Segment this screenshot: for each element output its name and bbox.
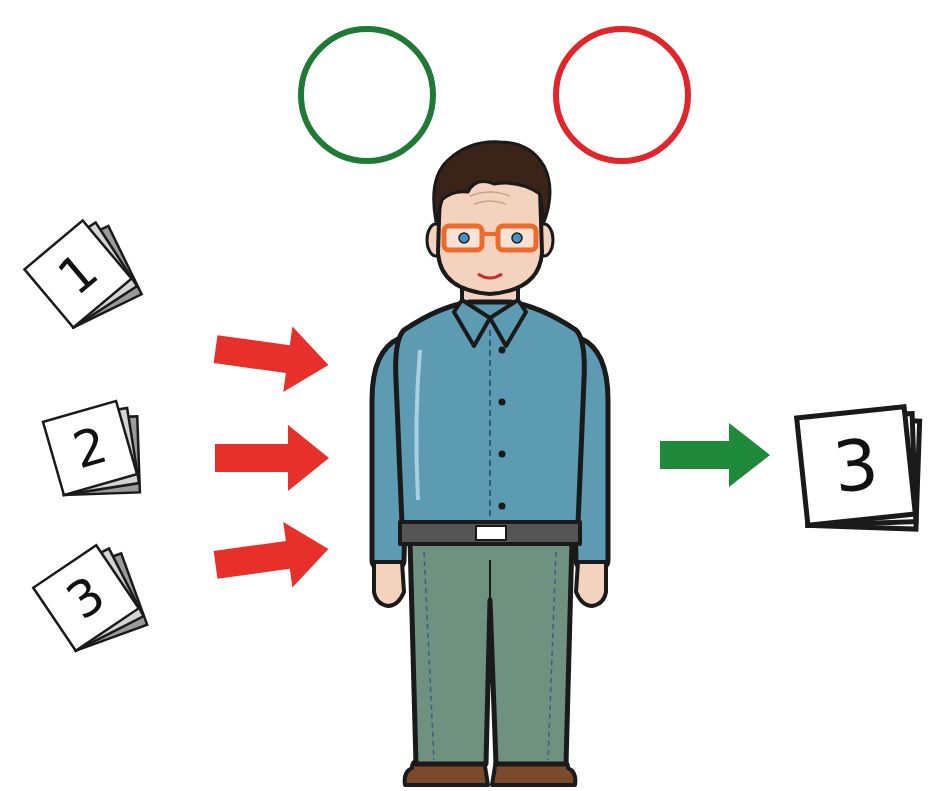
person-figure: [372, 142, 608, 785]
document-stack: 2: [43, 401, 137, 495]
front-page: [33, 545, 139, 651]
approve-icon: [301, 29, 433, 175]
document-stack: 1: [24, 220, 131, 327]
output-arrow: [660, 423, 770, 487]
front-page: [24, 220, 131, 327]
front-page: [797, 407, 916, 526]
page-number: 3: [830, 429, 882, 503]
document-stack: 3: [33, 545, 139, 651]
input-arrows: [211, 316, 333, 597]
document-stack: 3: [797, 407, 916, 526]
front-page: [43, 401, 137, 495]
stop-icon: [556, 29, 688, 175]
